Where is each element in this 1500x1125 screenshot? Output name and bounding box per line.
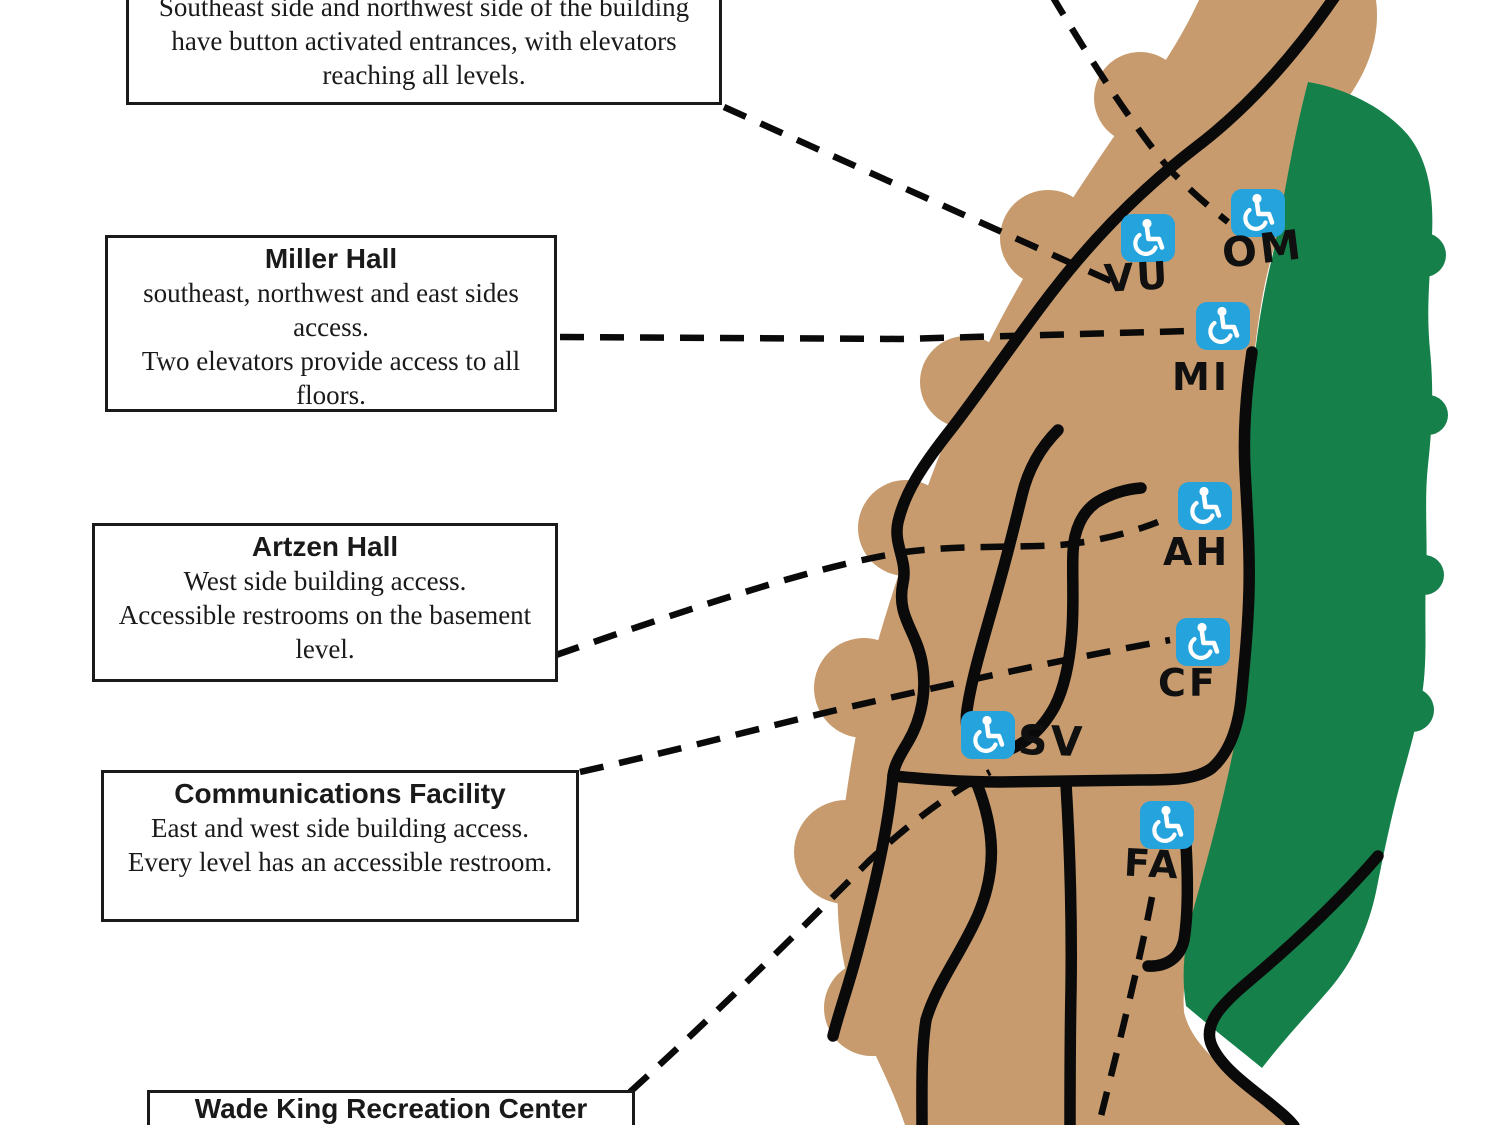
map-label-fa: FA <box>1122 840 1183 888</box>
callout-line: Two elevators provide access to all <box>141 346 521 376</box>
south-path-west <box>916 778 998 1125</box>
callout-line: level. <box>295 634 355 664</box>
map-label-om: OM <box>1219 220 1307 278</box>
connector-offscreen-to-om <box>1050 0 1231 225</box>
wheelchair-accessibility-icon-cf <box>1176 618 1230 666</box>
main-road-path <box>887 0 1340 782</box>
callout-line: Accessible restrooms on the basement <box>118 600 532 630</box>
callout-title: Communications Facility <box>174 778 506 809</box>
connector-fa-to-offscreen <box>1095 896 1156 1125</box>
map-label-vu: VU <box>1102 253 1172 301</box>
callout-line: reaching all levels. <box>322 60 526 90</box>
connector-miller-to-mi <box>559 327 1191 343</box>
fine-arts-hook-path <box>1142 839 1194 972</box>
callout-line: southeast, northwest and east sides <box>143 278 519 308</box>
map-label-sv: SV <box>1017 715 1087 767</box>
map-label-ah: AH <box>1163 530 1231 574</box>
callout-title: Wade King Recreation Center <box>194 1093 588 1124</box>
callout-line: floors. <box>296 380 366 410</box>
callout-title: Miller Hall <box>264 243 398 274</box>
callout-title: Artzen Hall <box>251 531 399 562</box>
callout-line: have button activated entrances, with el… <box>171 26 677 56</box>
callout-connectors <box>554 0 1231 1125</box>
callout-box-top-building: Southeast side and northwest side of the… <box>126 0 722 105</box>
wheelchair-accessibility-icon-ah <box>1178 482 1232 530</box>
connector-top-box-to-vu <box>722 104 1115 285</box>
callout-box-artzen-hall: Artzen Hall West side building access. A… <box>92 523 558 682</box>
callout-line: West side building access. <box>183 566 467 596</box>
callout-box-miller-hall: Miller Hall southeast, northwest and eas… <box>105 235 557 412</box>
callout-box-communications-facility: Communications Facility East and west si… <box>101 770 579 922</box>
map-label-cf: CF <box>1158 661 1218 705</box>
southwest-path-stub <box>827 770 899 1042</box>
forest-shape <box>1183 82 1448 1068</box>
wheelchair-accessibility-icon-mi <box>1196 302 1250 350</box>
callout-box-wade-king-recreation-center: Wade King Recreation Center From the fro… <box>147 1090 635 1125</box>
callout-line: Southeast side and northwest side of the… <box>158 0 690 22</box>
east-boundary-road-path <box>887 346 1258 788</box>
wheelchair-accessibility-icon-sv <box>961 711 1015 759</box>
callout-line: access. <box>293 312 369 342</box>
map-label-mi: MI <box>1172 355 1230 399</box>
connector-wadeking-to-sv <box>627 769 992 1095</box>
callout-line: Every level has an accessible restroom. <box>127 847 553 877</box>
campus-ground-shape <box>794 0 1377 1125</box>
connector-comm-to-cf <box>579 636 1171 776</box>
southeast-arc-path <box>1203 850 1384 1125</box>
callout-line: East and west side building access. <box>151 813 529 843</box>
south-path-east <box>1060 778 1077 1125</box>
